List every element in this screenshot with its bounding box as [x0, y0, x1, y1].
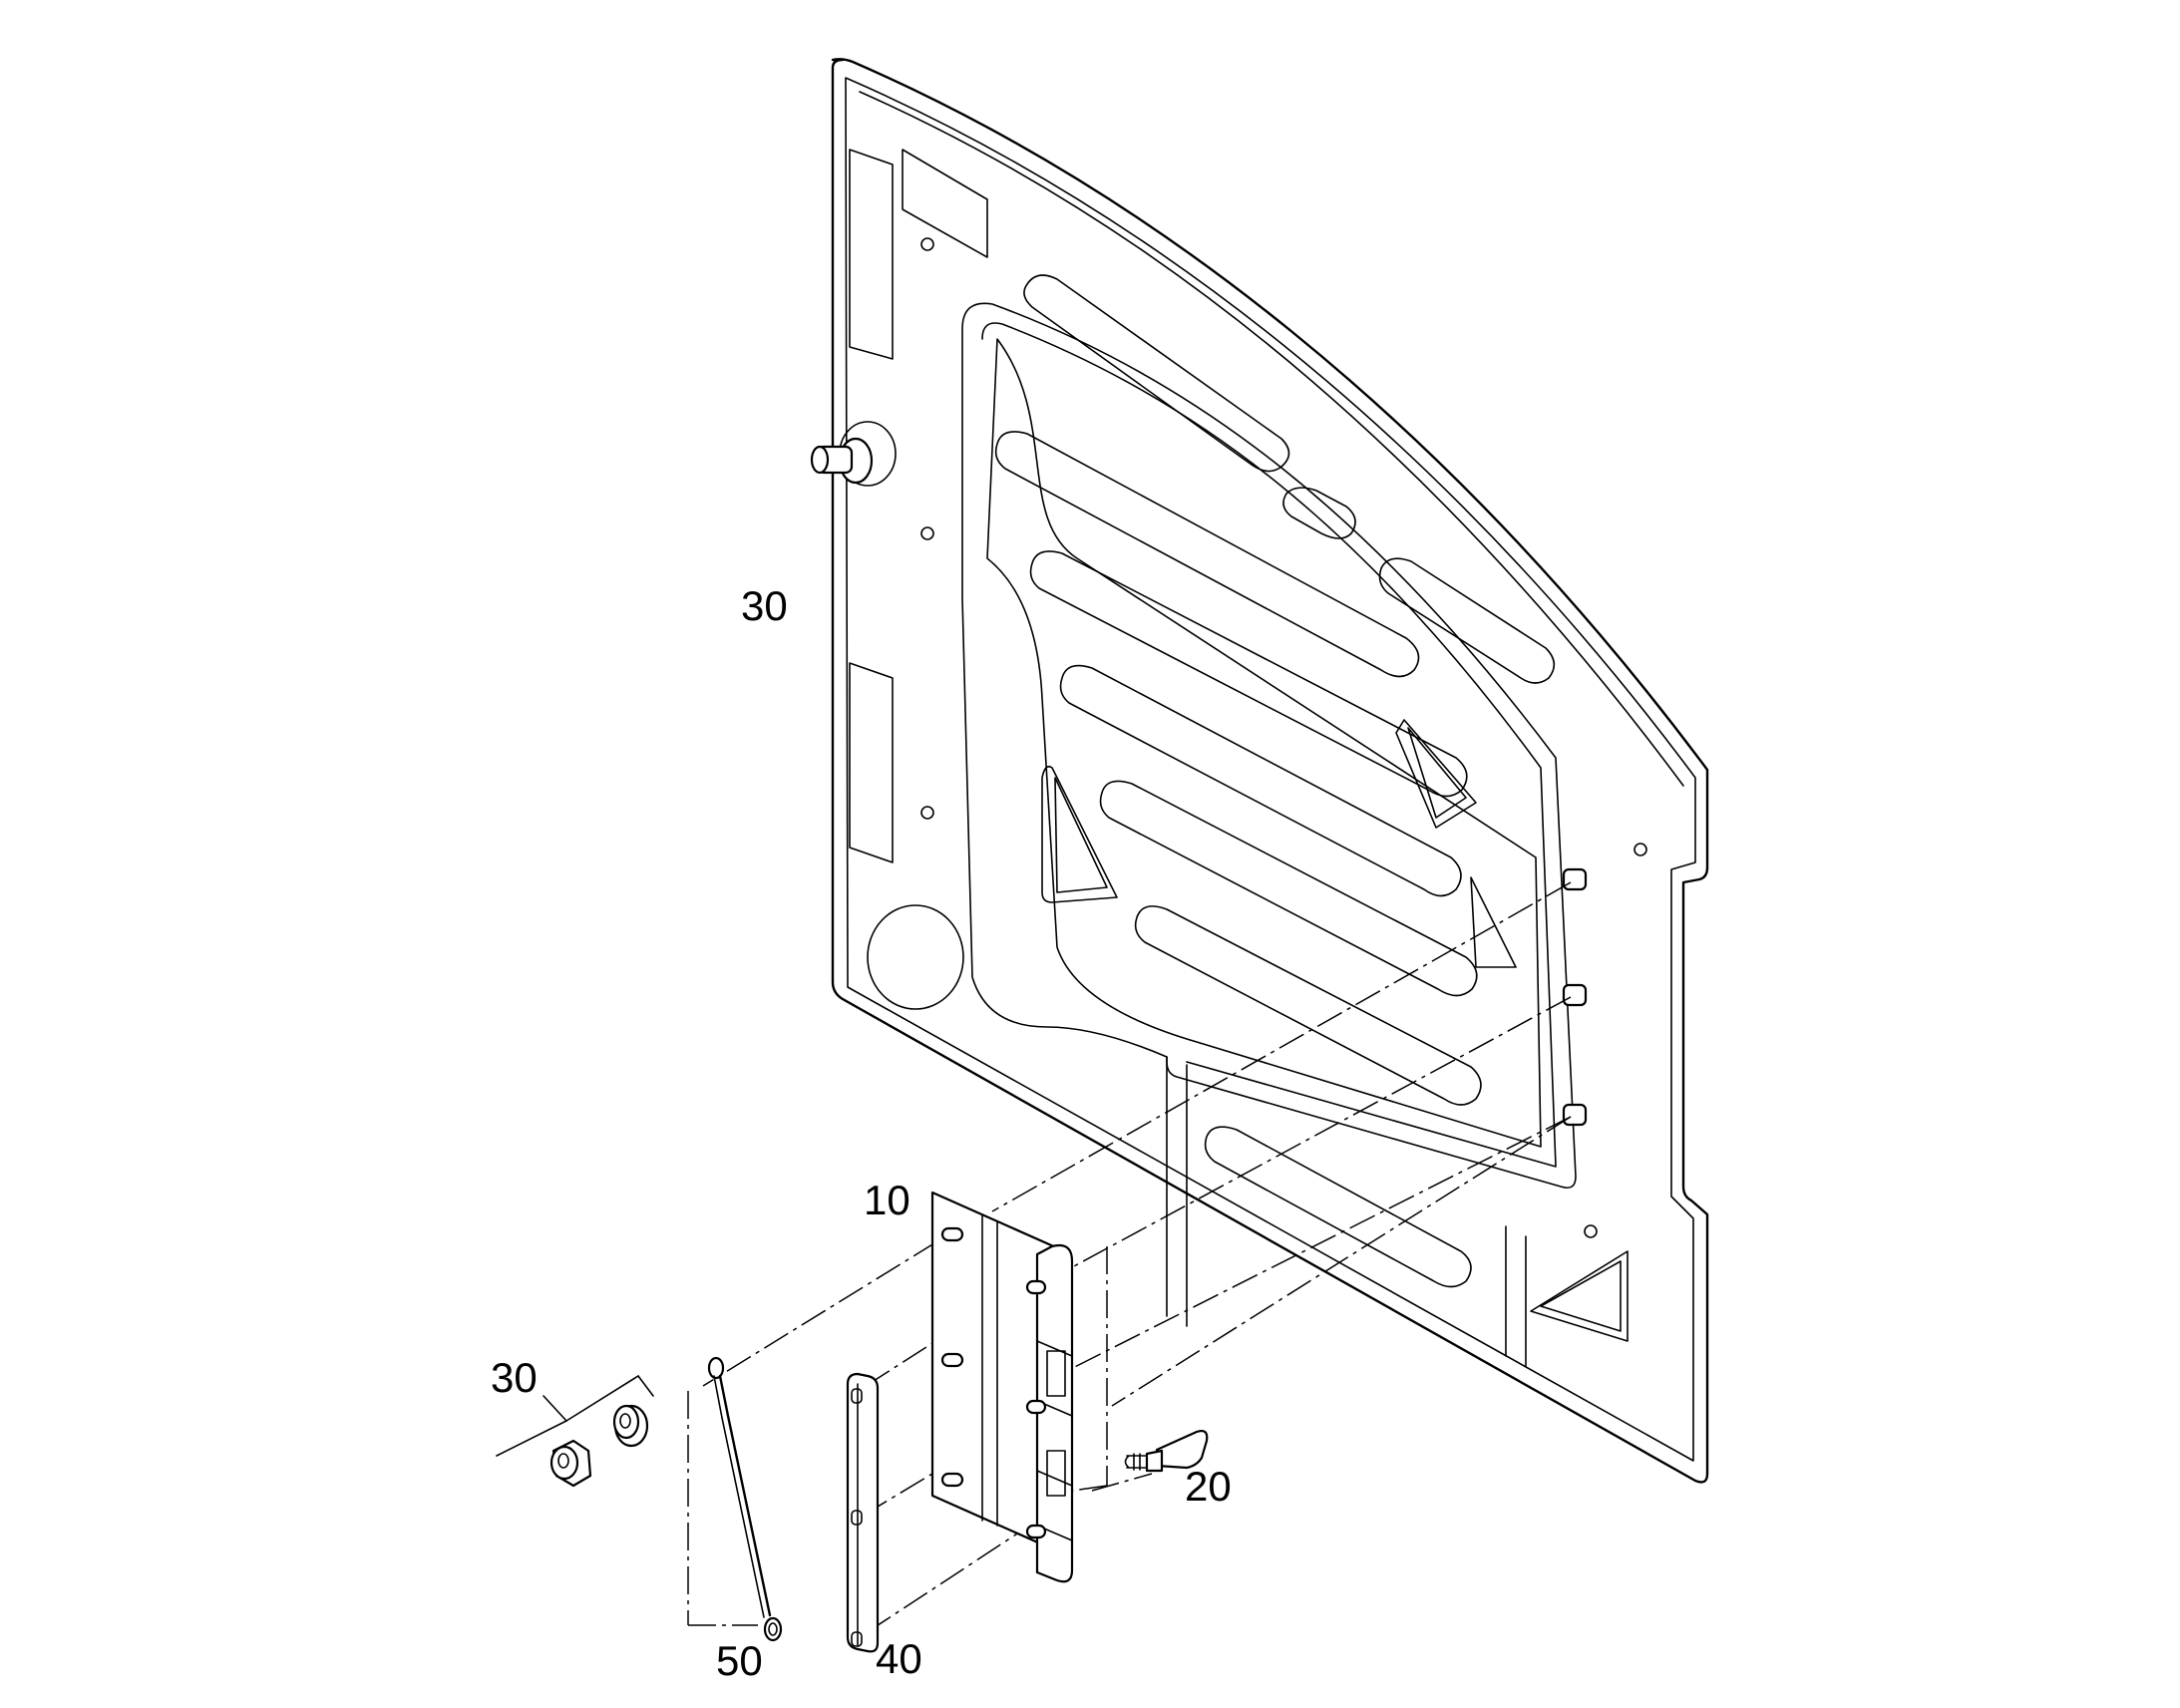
callout-screw: 20	[1185, 1463, 1232, 1510]
nut-and-washer	[496, 1375, 654, 1488]
callout-nut-washer: 30	[491, 1354, 538, 1401]
callout-panel: 30	[741, 582, 788, 629]
panel-ribs	[994, 274, 1556, 1288]
assembly-lines	[687, 881, 1572, 1636]
hinge-mounting-studs	[1562, 867, 1588, 1127]
callout-hinge: 10	[864, 1177, 910, 1223]
screw	[1124, 1429, 1209, 1473]
cable	[707, 1356, 783, 1642]
door-panel	[810, 58, 1709, 1484]
callout-cable: 50	[716, 1637, 763, 1684]
hinge	[930, 1191, 1074, 1583]
strap	[846, 1372, 880, 1653]
callout-strap: 40	[876, 1635, 922, 1682]
